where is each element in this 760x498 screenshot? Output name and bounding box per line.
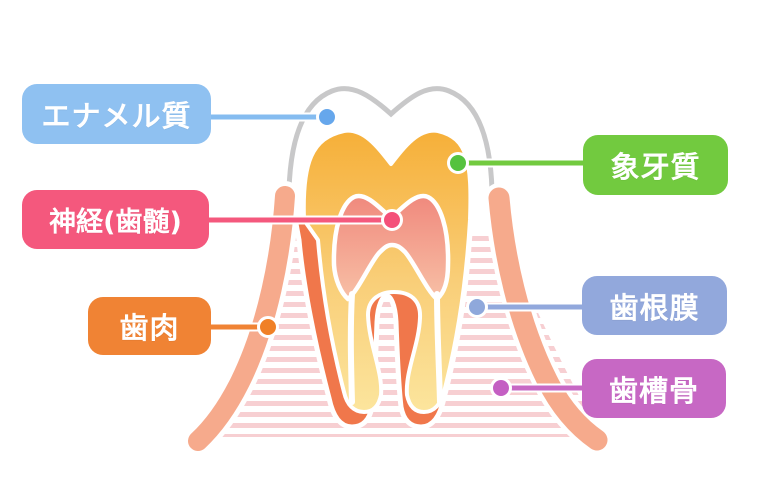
label-dentin: 象牙質 [583, 135, 728, 195]
alveolar-dot [490, 377, 512, 399]
label-alveolar: 歯槽骨 [582, 359, 726, 418]
root-canal-left [347, 291, 355, 405]
enamel-dot [316, 106, 338, 128]
label-periodontal: 歯根膜 [582, 276, 727, 335]
dentin-dot [447, 152, 469, 174]
root-canal-right [434, 291, 443, 405]
gum-left-shape [188, 186, 295, 451]
label-enamel: エナメル質 [22, 84, 211, 144]
enamel-outline [286, 86, 495, 219]
gum-right-shape [488, 187, 608, 451]
leader-lines [208, 112, 583, 393]
label-gum: 歯肉 [88, 297, 211, 355]
periodontal-dot [466, 296, 488, 318]
nerve-dot [381, 209, 403, 231]
leader-dots [257, 106, 512, 399]
gum-dot [257, 316, 279, 338]
label-nerve-pulp: 神経(歯髄) [22, 190, 209, 249]
